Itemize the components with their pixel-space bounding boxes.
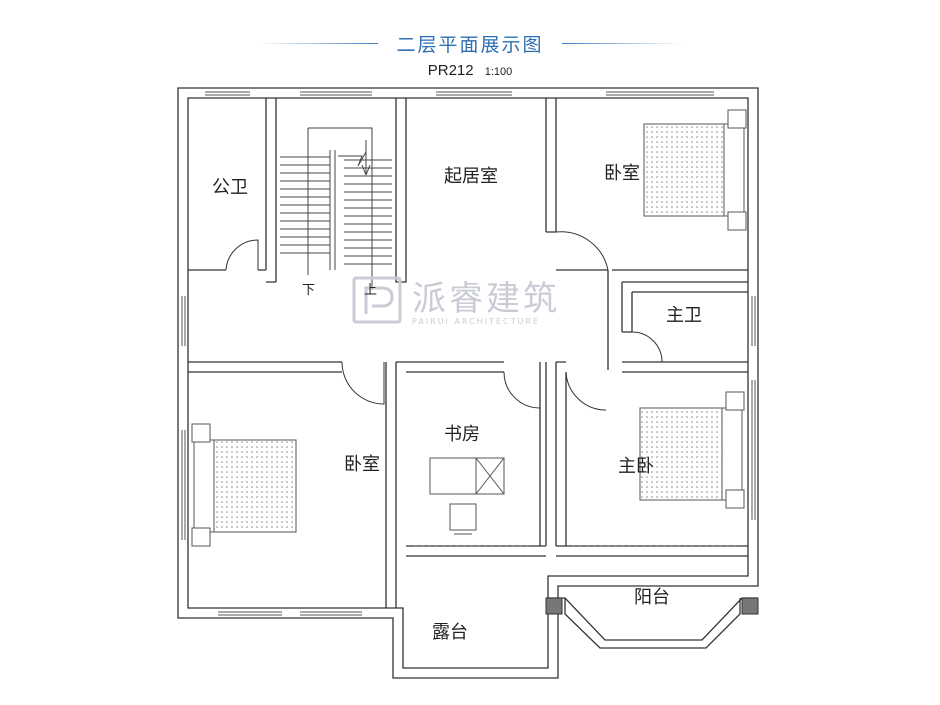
stair-up-label: 上 — [364, 283, 377, 298]
windows — [181, 91, 756, 616]
watermark: 派睿建筑 PAIRUI ARCHITECTURE — [352, 276, 560, 326]
outer-wall — [177, 87, 759, 679]
label-master-bedroom: 主卧 — [618, 456, 654, 477]
label-bedroom-ne: 卧室 — [604, 163, 640, 184]
label-master-bath: 主卫 — [666, 305, 702, 326]
header: 二层平面展示图 PR212 1:100 — [0, 0, 940, 90]
label-bedroom-sw: 卧室 — [344, 454, 380, 475]
pr-logo-icon — [352, 276, 402, 324]
balcony-column-left — [545, 597, 563, 615]
label-public-bath: 公卫 — [212, 177, 248, 198]
page-title: 二层平面展示图 — [396, 33, 544, 56]
study-desk — [414, 457, 740, 547]
label-terrace: 露台 — [432, 622, 468, 643]
door-swings — [225, 231, 663, 411]
plan-code-row: PR212 1:100 — [0, 60, 940, 79]
interior-walls — [188, 98, 748, 608]
title-divider-right — [561, 42, 682, 44]
balcony-column-right — [741, 597, 759, 615]
bed-ne — [643, 109, 747, 231]
watermark-name: 派睿建筑 — [412, 279, 560, 319]
plan-scale: 1:100 — [484, 66, 513, 78]
label-study: 书房 — [444, 424, 480, 445]
title-divider-left — [258, 42, 379, 44]
bed-sw — [191, 423, 297, 547]
plan-code: PR212 — [427, 62, 474, 79]
bed-master — [639, 391, 745, 509]
stair-down-label: 下 — [302, 283, 315, 298]
label-balcony: 阳台 — [634, 587, 670, 608]
watermark-sub: PAIRUI ARCHITECTURE — [412, 317, 540, 326]
title-row: 二层平面展示图 — [0, 30, 940, 56]
label-living-room: 起居室 — [444, 166, 498, 187]
staircase — [280, 127, 392, 290]
